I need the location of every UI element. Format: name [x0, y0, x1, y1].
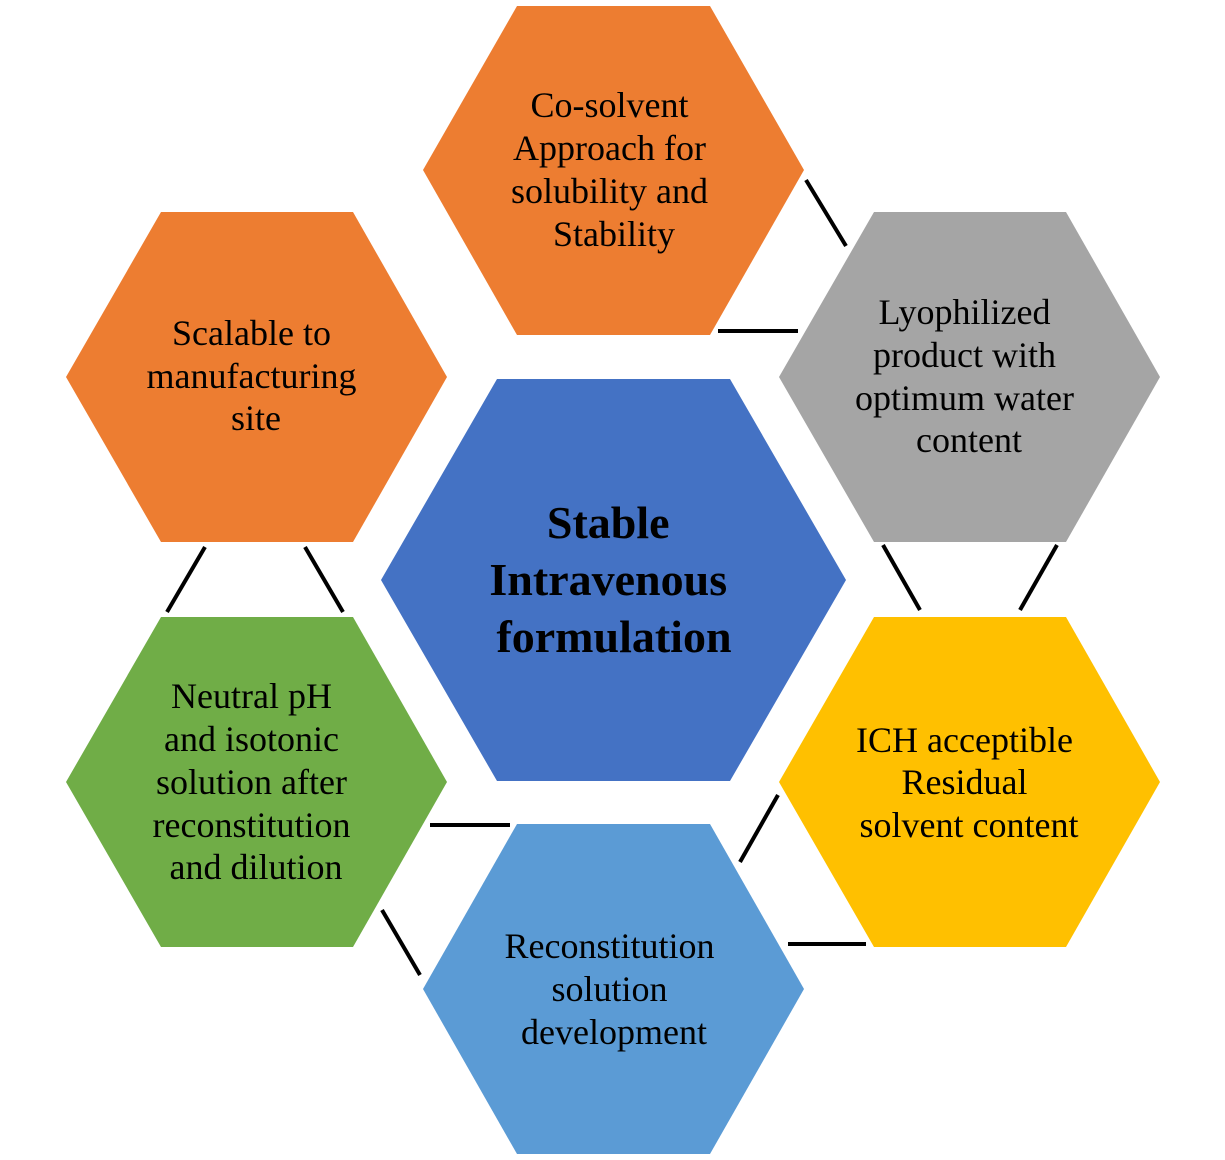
- connector-lines: [165, 178, 1059, 977]
- hexagon-ich-residual-solvent: ICH acceptible Residual solvent content: [779, 617, 1160, 947]
- hexagon-lyophilized-shape: [779, 212, 1160, 542]
- hexagon-scalable-line-2: manufacturing: [147, 356, 357, 396]
- connector-scalable-neutral-left: [165, 545, 207, 614]
- hexagon-lyophilized-label: Lyophilized product with optimum water c…: [855, 292, 1083, 460]
- hexagon-neutral-ph-label: Neutral pH and isotonic solution after r…: [153, 676, 360, 887]
- center-title-line-2: Intravenous: [489, 554, 727, 605]
- hexagon-reconstitution-line-1: Reconstitution: [505, 926, 715, 966]
- connector-ich-reconstitution-diagonal: [738, 794, 780, 863]
- hexagon-lyophilized-line-4: content: [916, 420, 1022, 460]
- connector-cosolvent-lyophilized-diagonal: [804, 178, 848, 248]
- hexagon-reconstitution-solution: Reconstitution solution development: [423, 824, 804, 1154]
- hexagon-neutral-ph-line-2: and isotonic: [164, 719, 339, 759]
- hexagon-lyophilized: Lyophilized product with optimum water c…: [779, 212, 1160, 542]
- hexagon-ich-line-2: Residual: [902, 762, 1028, 802]
- center-title: Stable Intravenous formulation: [489, 497, 738, 662]
- hexagon-ich-residual-solvent-shape: [779, 617, 1160, 947]
- hexagon-ich-residual-solvent-label: ICH acceptible Residual solvent content: [856, 720, 1082, 845]
- hexagon-neutral-ph-shape: [66, 617, 447, 947]
- hexagon-neutral-ph-line-1: Neutral pH: [171, 676, 332, 716]
- hexagon-center-shape: [381, 379, 846, 781]
- hexagon-neutral-ph-line-5: and dilution: [170, 847, 343, 887]
- hexagon-scalable-shape: [66, 212, 447, 542]
- hexagon-neutral-ph: Neutral pH and isotonic solution after r…: [66, 617, 447, 947]
- connector-scalable-neutral-right: [303, 545, 345, 614]
- hexagon-center: Stable Intravenous formulation: [381, 379, 846, 781]
- connector-neutral-reconstitution-diagonal: [380, 908, 422, 977]
- hexagon-co-solvent-label: Co-solvent Approach for solubility and S…: [511, 85, 717, 254]
- hexagon-lyophilized-line-2: product with: [873, 335, 1056, 375]
- hexagon-neutral-ph-line-4: reconstitution: [153, 805, 351, 845]
- hexagon-co-solvent-line-1: Co-solvent: [531, 85, 689, 125]
- connector-lyophilized-ich-right: [1018, 544, 1059, 611]
- hexagon-neutral-ph-line-3: solution after: [156, 762, 347, 802]
- hexagon-lyophilized-line-3: optimum water: [855, 378, 1074, 418]
- hexagon-scalable-label: Scalable to manufacturing site: [147, 313, 366, 438]
- hexagon-co-solvent-line-4: Stability: [553, 214, 675, 254]
- hexagon-co-solvent: Co-solvent Approach for solubility and S…: [423, 6, 804, 335]
- hexagon-reconstitution-solution-label: Reconstitution solution development: [505, 926, 724, 1052]
- hexagon-co-solvent-shape: [423, 6, 804, 335]
- hexagon-ich-line-3: solvent content: [860, 805, 1079, 845]
- center-title-line-1: Stable: [547, 497, 670, 548]
- hexagon-lyophilized-line-1: Lyophilized: [879, 292, 1051, 332]
- hexagon-co-solvent-line-2: Approach for: [513, 128, 706, 168]
- hexagon-scalable: Scalable to manufacturing site: [66, 212, 447, 542]
- center-title-line-3: formulation: [496, 611, 731, 662]
- connector-lyophilized-ich-left: [881, 544, 922, 611]
- hexagon-ich-line-1: ICH acceptible: [856, 720, 1073, 760]
- hexagon-reconstitution-solution-shape: [423, 824, 804, 1154]
- hexagon-reconstitution-line-2: solution: [551, 969, 667, 1009]
- hexagon-co-solvent-line-3: solubility and: [511, 171, 708, 211]
- hexagon-reconstitution-line-3: development: [521, 1012, 707, 1052]
- hexagon-scalable-line-1: Scalable to: [172, 313, 331, 353]
- hexagon-scalable-line-3: site: [231, 398, 281, 438]
